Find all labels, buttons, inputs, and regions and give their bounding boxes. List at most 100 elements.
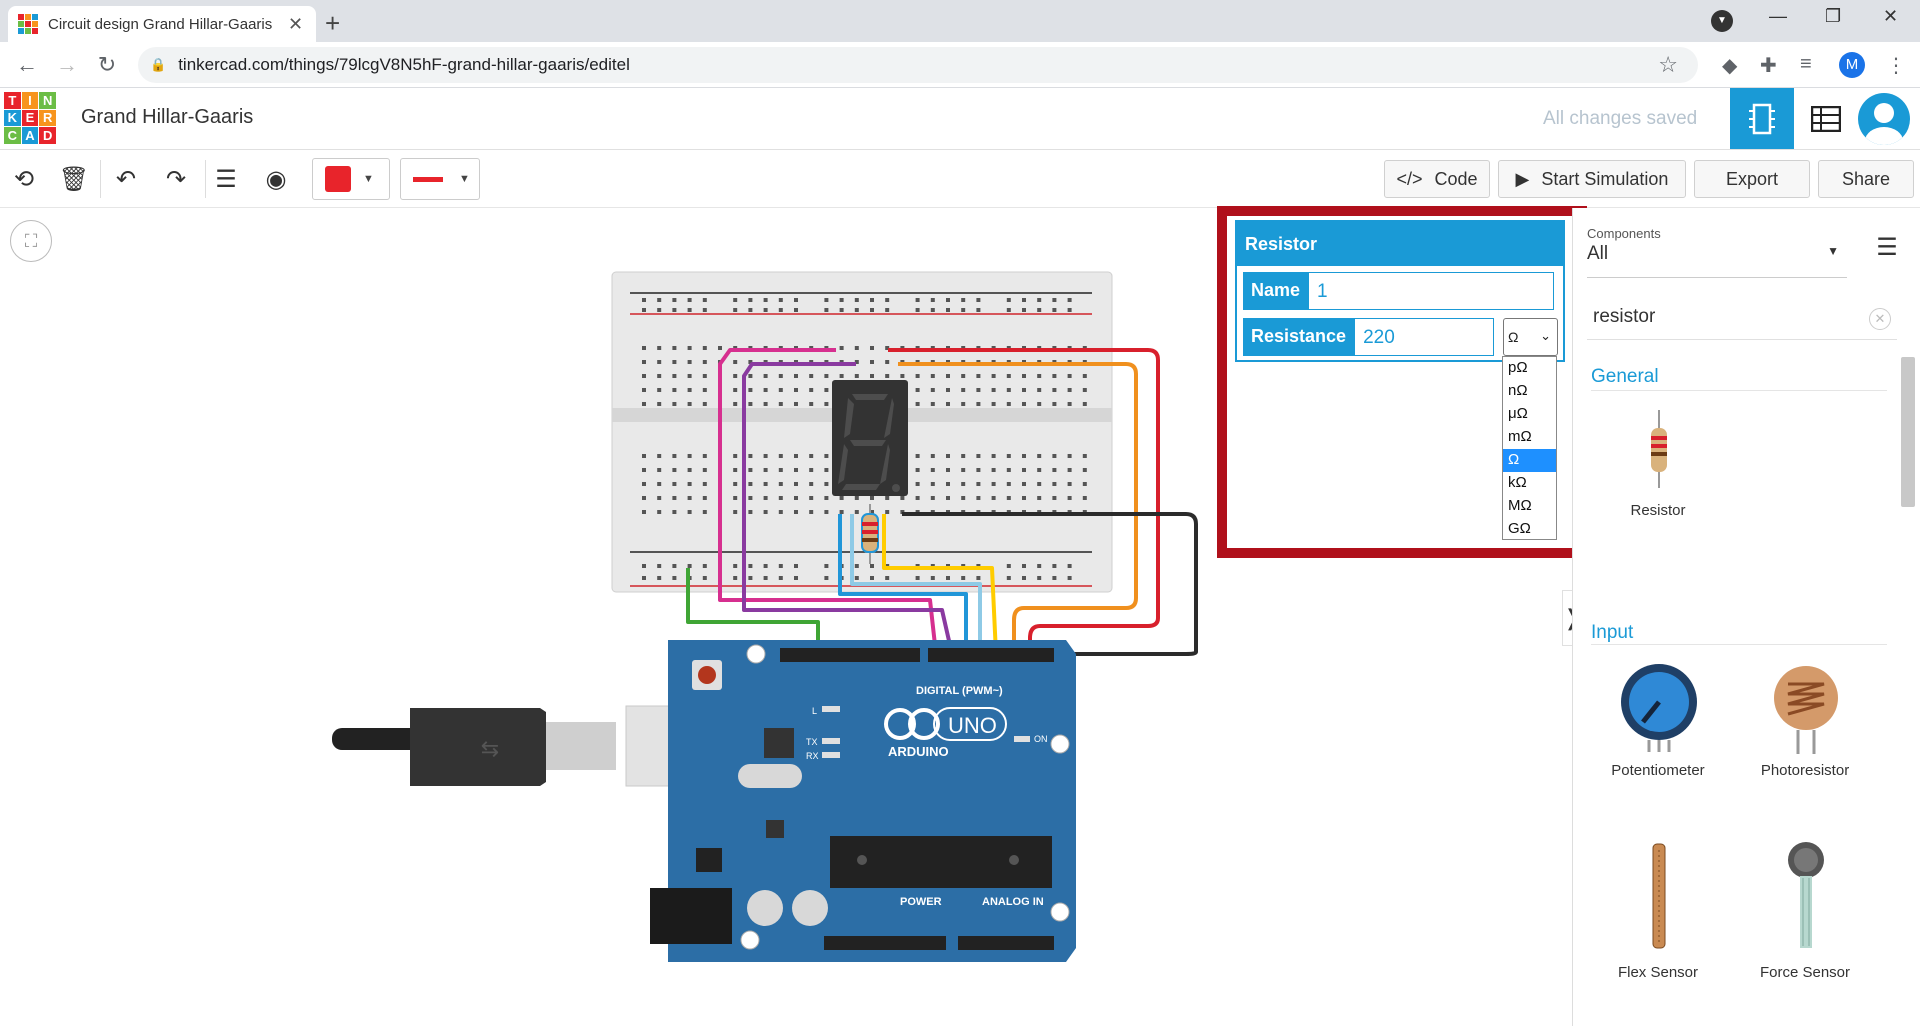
- media-queue-icon[interactable]: ≡: [1800, 53, 1812, 75]
- breadboard-hole: [1052, 402, 1057, 406]
- new-tab-icon[interactable]: +: [325, 8, 341, 38]
- circuit-view-button[interactable]: [1730, 88, 1794, 149]
- zoom-to-fit-button[interactable]: ⛶: [10, 220, 52, 262]
- breadboard-hole: [1082, 468, 1087, 472]
- breadboard-hole: [839, 510, 844, 514]
- breadboard-hole: [1006, 388, 1011, 392]
- breadboard-hole: [900, 374, 905, 378]
- wire-style-picker[interactable]: ▼: [400, 158, 480, 200]
- bookmark-star-icon[interactable]: ☆: [1658, 52, 1678, 77]
- name-field[interactable]: 1: [1308, 272, 1555, 310]
- breadboard-hole: [642, 298, 646, 302]
- code-button[interactable]: </> Code: [1384, 160, 1490, 198]
- design-title[interactable]: Grand Hillar-Gaaris: [81, 106, 254, 128]
- breadboard-hole: [1052, 374, 1057, 378]
- browser-menu-icon[interactable]: ⋮: [1886, 55, 1906, 77]
- start-simulation-button[interactable]: ▶ Start Simulation: [1498, 160, 1686, 198]
- export-button[interactable]: Export: [1694, 160, 1810, 198]
- component-potentiometer[interactable]: Potentiometer: [1593, 662, 1723, 792]
- breadboard-hole: [657, 346, 662, 350]
- wire-color-picker[interactable]: ▼: [312, 158, 390, 200]
- wires[interactable]: [686, 348, 1198, 656]
- rotate-icon[interactable]: ⟲: [13, 166, 35, 193]
- tinkercad-favicon-icon: [18, 14, 38, 34]
- browser-tab[interactable]: Circuit design Grand Hillar-Gaaris ✕: [8, 6, 316, 42]
- breadboard-hole: [809, 468, 814, 472]
- breadboard-hole: [794, 564, 798, 568]
- resistance-unit-select[interactable]: Ω ⌄: [1503, 318, 1558, 356]
- component-flex-sensor[interactable]: Flex Sensor: [1593, 838, 1723, 1008]
- breadboard-hole: [854, 346, 859, 350]
- panel-scrollbar[interactable]: [1901, 357, 1915, 507]
- breadboard-hole: [1022, 308, 1026, 312]
- unit-option[interactable]: kΩ: [1508, 474, 1527, 491]
- breadboard-hole: [778, 482, 783, 486]
- seven-segment-display[interactable]: [832, 380, 908, 496]
- forward-icon[interactable]: →: [56, 52, 78, 77]
- extensions-puzzle-icon[interactable]: ✚: [1760, 55, 1777, 77]
- component-resistor[interactable]: Resistor: [1593, 404, 1723, 534]
- breadboard-hole: [748, 496, 753, 500]
- close-window-icon[interactable]: ✕: [1883, 6, 1899, 26]
- breadboard-hole: [672, 510, 677, 514]
- breadboard-hole: [642, 510, 646, 514]
- visibility-icon[interactable]: ◉: [265, 166, 287, 193]
- resistance-field[interactable]: 220: [1354, 318, 1495, 356]
- component-photoresistor[interactable]: Photoresistor: [1740, 662, 1870, 792]
- breadboard-hole: [1067, 496, 1072, 500]
- clear-search-icon[interactable]: ✕: [1869, 308, 1891, 330]
- lock-icon[interactable]: 🔒: [150, 57, 167, 72]
- extension-shield-icon[interactable]: ◆: [1722, 55, 1738, 77]
- components-filter-select[interactable]: Components All ▼: [1587, 218, 1847, 278]
- tab-search-icon[interactable]: ▼: [1711, 10, 1733, 32]
- delete-icon[interactable]: 🗑: [58, 166, 90, 193]
- arduino-uno-board[interactable]: ARDUINO UNO DIGITAL (PWM~) POWER ANALOG …: [650, 640, 1076, 962]
- unit-option[interactable]: GΩ: [1508, 520, 1531, 537]
- unit-option[interactable]: pΩ: [1508, 359, 1528, 376]
- component-force-sensor[interactable]: Force Sensor: [1740, 838, 1870, 1008]
- undo-icon[interactable]: ↶: [115, 166, 137, 193]
- breadboard-hole: [1082, 482, 1087, 486]
- component-list-view-button[interactable]: [1794, 88, 1858, 149]
- tinkercad-logo[interactable]: T I N K E R C A D: [4, 92, 56, 144]
- restore-icon[interactable]: ❐: [1825, 6, 1842, 26]
- resistor-component[interactable]: [861, 504, 879, 564]
- breadboard-hole: [824, 576, 829, 580]
- notes-icon[interactable]: ☰: [215, 166, 237, 193]
- breadboard-hole: [778, 576, 783, 580]
- breadboard-hole: [657, 576, 662, 580]
- share-button[interactable]: Share: [1818, 160, 1914, 198]
- minimize-icon[interactable]: —: [1769, 6, 1787, 26]
- breadboard-hole: [824, 510, 829, 514]
- breadboard-hole: [930, 402, 935, 406]
- breadboard-hole: [854, 374, 859, 378]
- user-avatar[interactable]: [1858, 93, 1910, 145]
- unit-option[interactable]: MΩ: [1508, 497, 1532, 514]
- rx-led-label: RX: [806, 751, 819, 761]
- component-search-input[interactable]: resistor ✕: [1587, 298, 1897, 340]
- omnibox[interactable]: 🔒 tinkercad.com/things/79lcgV8N5hF-grand…: [138, 47, 1698, 83]
- list-view-icon[interactable]: ☰: [1876, 234, 1898, 261]
- breadboard-hole: [763, 482, 768, 486]
- tab-close-icon[interactable]: ✕: [288, 13, 304, 34]
- url-text[interactable]: tinkercad.com/things/79lcgV8N5hF-grand-h…: [178, 55, 630, 74]
- logo-letter: R: [39, 109, 56, 127]
- unit-option[interactable]: nΩ: [1508, 382, 1528, 399]
- profile-avatar[interactable]: M: [1839, 52, 1865, 78]
- unit-option[interactable]: mΩ: [1508, 428, 1532, 445]
- component-label: Force Sensor: [1759, 964, 1851, 981]
- breadboard-hole: [1082, 388, 1087, 392]
- redo-icon[interactable]: ↷: [165, 166, 187, 193]
- reload-icon[interactable]: ↻: [97, 52, 117, 77]
- unit-option[interactable]: μΩ: [1508, 405, 1528, 422]
- unit-option-selected[interactable]: Ω: [1503, 449, 1556, 472]
- breadboard-hole: [748, 374, 753, 378]
- unit-dropdown-list[interactable]: pΩ nΩ μΩ mΩ Ω kΩ MΩ GΩ: [1502, 356, 1557, 540]
- breadboard-hole: [915, 454, 920, 458]
- breadboard-hole: [1037, 468, 1042, 472]
- breadboard-hole: [733, 564, 738, 568]
- breadboard-hole: [672, 576, 677, 580]
- breadboard-hole: [1052, 308, 1057, 312]
- back-icon[interactable]: ←: [16, 52, 38, 77]
- breadboard-hole: [1067, 564, 1072, 568]
